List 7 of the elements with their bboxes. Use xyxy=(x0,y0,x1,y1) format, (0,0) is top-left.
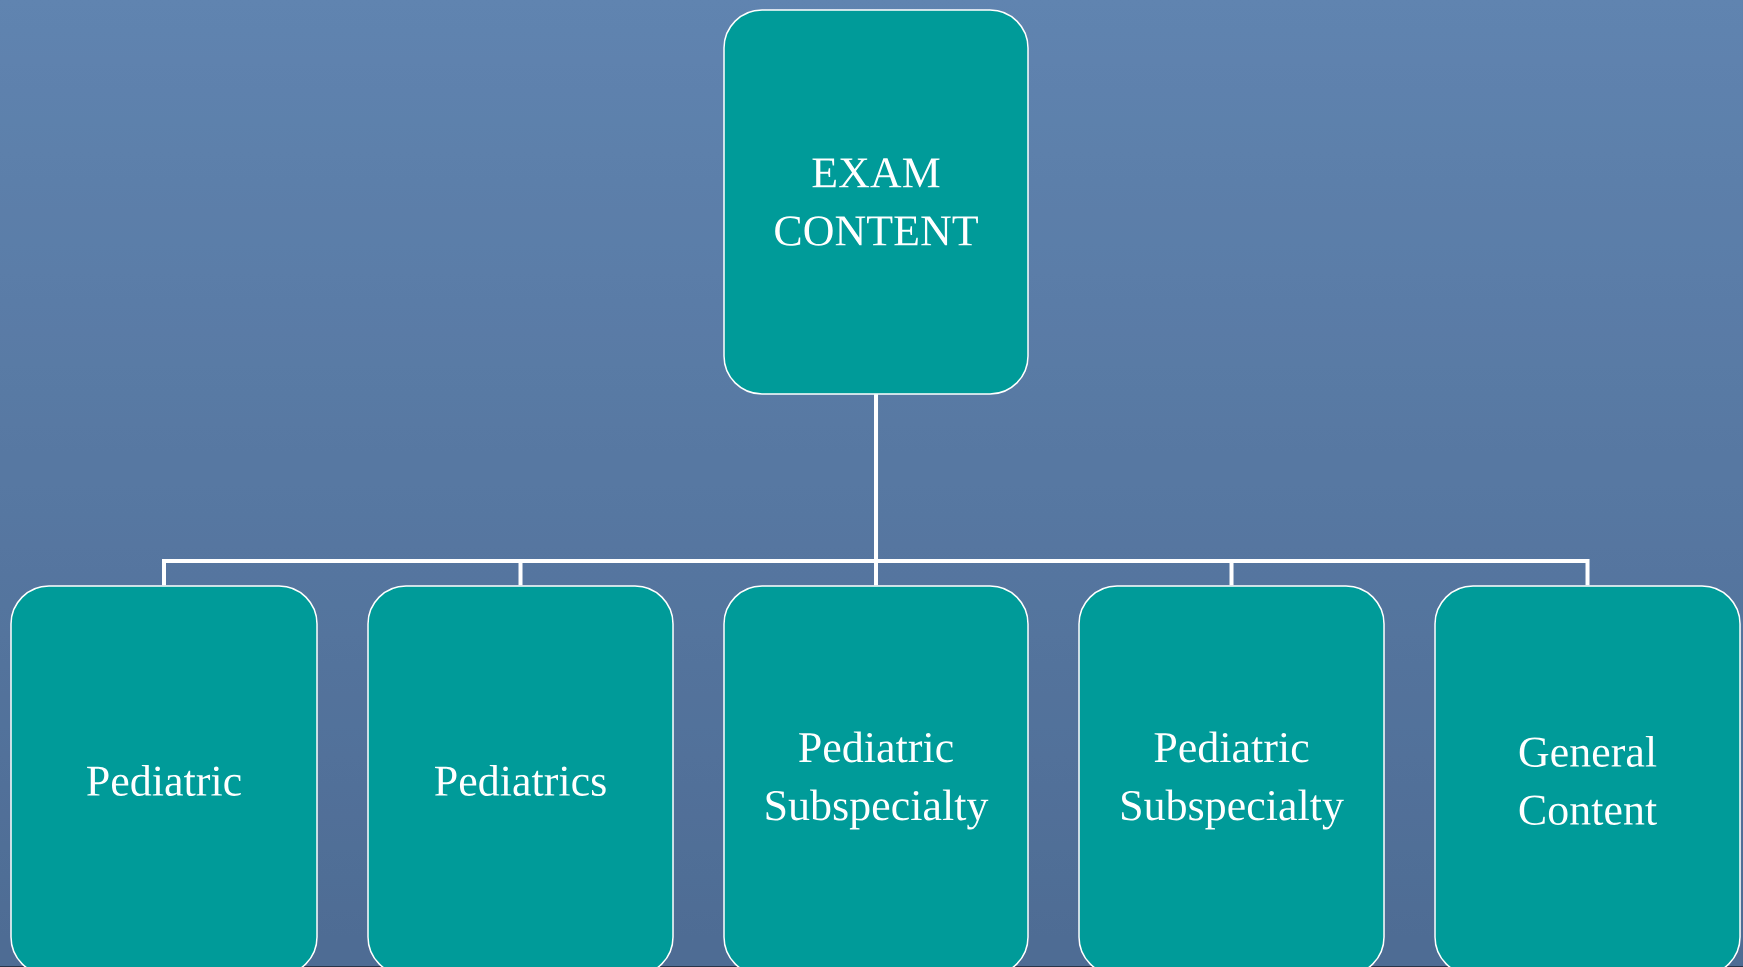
content-box: Pediatric Subspecialty xyxy=(723,585,1029,967)
content-box: General Content xyxy=(1434,585,1741,967)
content-box: Pediatric Subspecialty xyxy=(1078,585,1385,967)
content-box: EXAM CONTENT xyxy=(723,9,1029,395)
content-box: Pediatrics xyxy=(367,585,674,967)
content-box: Pediatric xyxy=(10,585,318,967)
connector-line xyxy=(874,394,1590,586)
